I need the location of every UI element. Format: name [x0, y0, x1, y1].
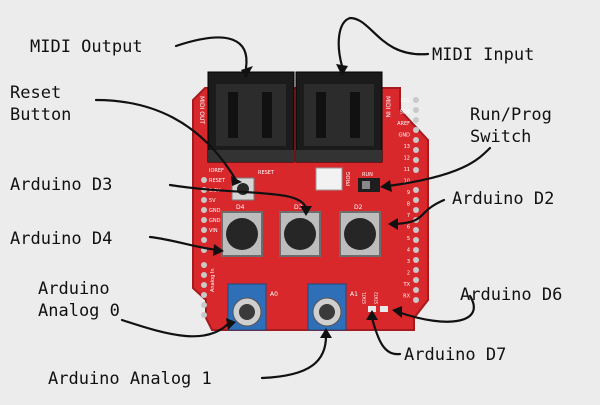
label-arduino-d7: Arduino D7 — [404, 345, 507, 365]
right-pin-labels: SCL SDA AREF GND 13 12 11 10 9 8 7 6 5 4 3 2TX RX — [397, 98, 411, 300]
left-pin-label: GND — [209, 208, 221, 214]
led-stat2 — [380, 306, 388, 312]
right-pin-label: 6 — [407, 225, 410, 231]
midi-in-connector — [295, 71, 383, 163]
right-pin-label: 8 — [407, 202, 410, 208]
silk-analog-in: Analog In — [210, 268, 216, 292]
silk-run: RUN — [362, 172, 373, 178]
run-prog-switch — [358, 178, 380, 192]
right-pin-label: TX — [403, 282, 411, 288]
arrow-d4 — [148, 235, 220, 252]
potentiometer-a1 — [307, 283, 347, 331]
led-stat1 — [368, 306, 376, 312]
silk-stat2: STAT2 — [374, 291, 379, 304]
label-arduino-analog-0: Arduino Analog 0 — [38, 279, 120, 321]
silk-midi-out: MIDI OUT — [198, 96, 205, 124]
right-pin-label: 12 — [404, 156, 410, 162]
silk-d2: D2 — [354, 204, 363, 211]
arrow-d3 — [168, 183, 308, 210]
label-arduino-d6: Arduino D6 — [460, 285, 563, 305]
button-d2 — [339, 211, 381, 257]
arrow-midi-input — [337, 16, 430, 68]
right-pin-label: 7 — [407, 213, 410, 219]
right-header-pads — [413, 97, 419, 303]
right-pin-label: 10 — [404, 179, 410, 185]
right-pin-label: SDA — [400, 110, 411, 116]
silk-stat1: STAT1 — [362, 291, 367, 304]
arrow-d2 — [394, 198, 446, 226]
silk-a0: A0 — [270, 291, 278, 298]
label-reset-button: Reset Button — [10, 83, 72, 125]
callout-arrows — [94, 16, 492, 380]
arrow-analog-1 — [260, 334, 328, 380]
label-arduino-d4: Arduino D4 — [10, 229, 113, 249]
right-pin-label: 9 — [407, 190, 410, 196]
left-pin-label: IOREF — [209, 168, 224, 174]
arrowheads — [213, 64, 402, 338]
arrow-reset-button — [94, 98, 238, 182]
silk-midi-in: MIDI IN — [384, 96, 391, 118]
silk-reset: RESET — [258, 170, 275, 176]
silk-d3: D3 — [294, 204, 303, 211]
label-midi-input: MIDI Input — [432, 45, 535, 65]
left-pin-label: VIN — [209, 228, 218, 234]
arrow-analog-0 — [120, 318, 232, 338]
label-arduino-d3: Arduino D3 — [10, 175, 113, 195]
label-arduino-analog-1: Arduino Analog 1 — [48, 369, 212, 389]
label-midi-output: MIDI Output — [30, 37, 143, 57]
midi-out-connector — [207, 71, 295, 163]
silk-a1: A1 — [350, 291, 358, 298]
left-pin-label: GND — [209, 218, 221, 224]
right-pin-label: 11 — [404, 167, 410, 173]
optocoupler-chip — [315, 167, 343, 191]
button-d3 — [279, 211, 321, 257]
right-pin-label: GND — [399, 133, 411, 139]
right-pin-label: SCL — [401, 98, 411, 104]
right-pin-label: RX — [403, 294, 410, 300]
arrow-run-prog — [386, 146, 492, 188]
midi-shield-board: MIDI OUT MIDI IN RESET RUN PROG D4 D3 D2… — [192, 71, 429, 331]
right-pin-label: 5 — [407, 236, 410, 242]
left-pin-label: 5V — [209, 198, 216, 204]
arrow-d6 — [396, 294, 475, 323]
right-pin-label: 3 — [407, 259, 410, 265]
label-arduino-d2: Arduino D2 — [452, 189, 555, 209]
right-pin-label: AREF — [397, 121, 410, 127]
silk-prog: PROG — [346, 172, 352, 186]
right-pin-label: 4 — [407, 248, 410, 254]
label-run-prog-switch: Run/Prog Switch — [470, 105, 552, 147]
right-pin-label: 2 — [407, 271, 410, 277]
left-pin-label: RESET — [209, 178, 226, 184]
arrow-midi-output — [174, 36, 248, 70]
arrow-d7 — [370, 316, 402, 356]
button-d4 — [221, 211, 263, 257]
left-header-pads — [201, 177, 207, 318]
silk-d4: D4 — [236, 204, 245, 211]
right-pin-label: 13 — [404, 144, 410, 150]
